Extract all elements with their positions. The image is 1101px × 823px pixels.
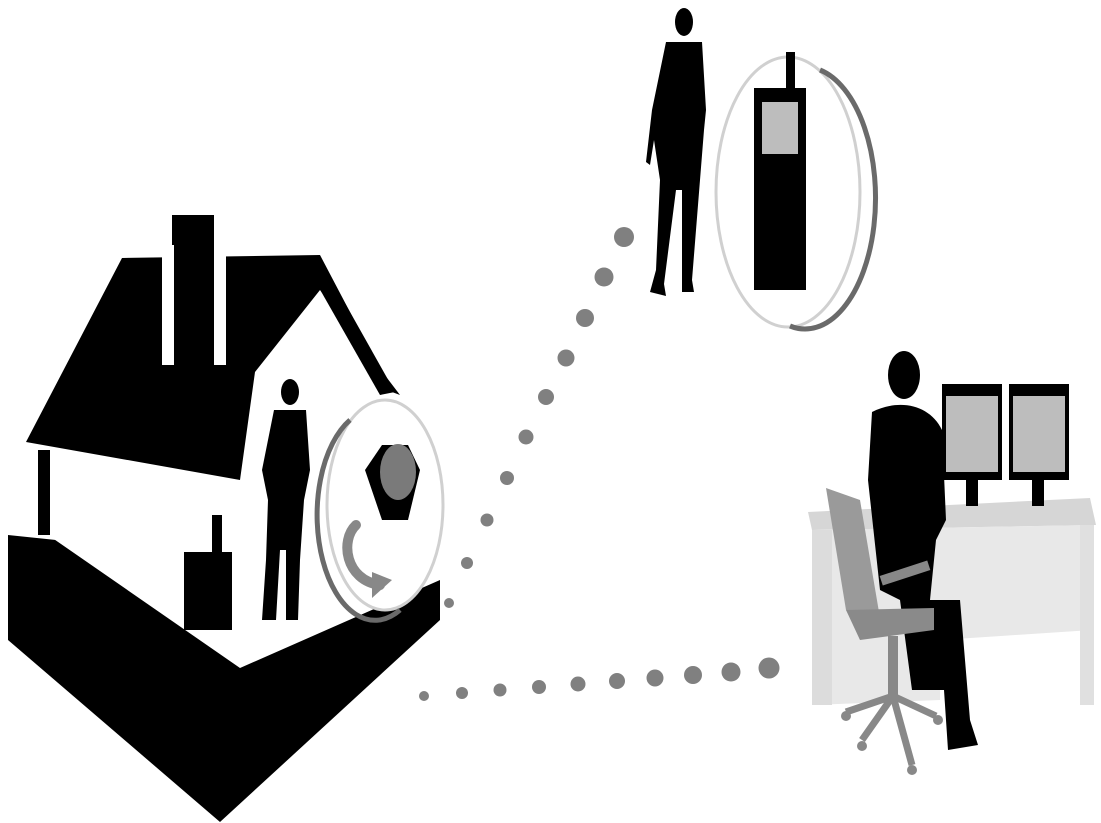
two-way-radio-icon	[716, 52, 876, 329]
link-house-to-guard	[444, 227, 634, 608]
guard-silhouette-icon	[646, 8, 706, 296]
link-house-to-operator	[419, 658, 780, 702]
